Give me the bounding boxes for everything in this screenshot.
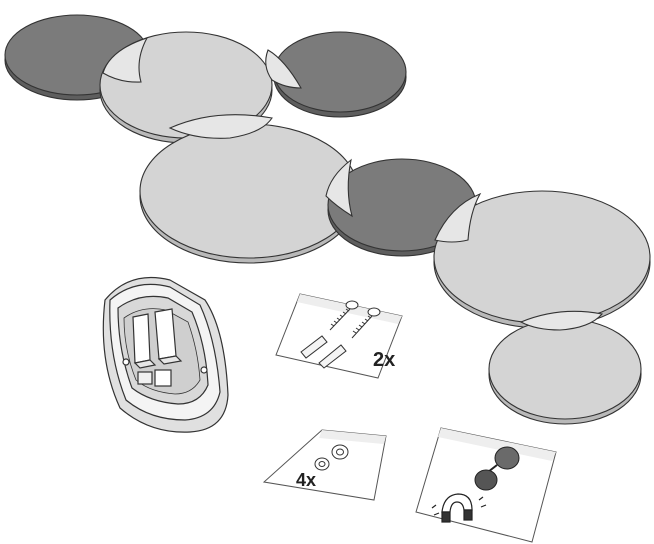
disc-chain: [4, 14, 651, 425]
spacers-bag: 4x: [262, 429, 387, 501]
screws-quantity-label: 2x: [373, 349, 395, 371]
reed-relay-blocks: [132, 308, 183, 369]
screws-bag: 2x: [275, 293, 403, 379]
disc-light-bottom-right: [488, 318, 642, 425]
wall-plug-icon: [300, 335, 347, 369]
disc-light-middle: [139, 123, 359, 264]
disc-light-right: [433, 190, 651, 329]
magnet-icon: [431, 493, 487, 523]
disc-overlap-connectors: [102, 37, 604, 331]
battery-terminal: [122, 358, 208, 387]
screw-icon: [329, 300, 381, 339]
spacer-icon: [314, 444, 349, 471]
magnet-bag: [415, 427, 557, 543]
magnet-part-icon: [474, 446, 520, 491]
disc-dark-top-right: [273, 31, 407, 118]
spacers-quantity-label: 4x: [296, 470, 316, 490]
sensor-housing: [102, 276, 229, 433]
